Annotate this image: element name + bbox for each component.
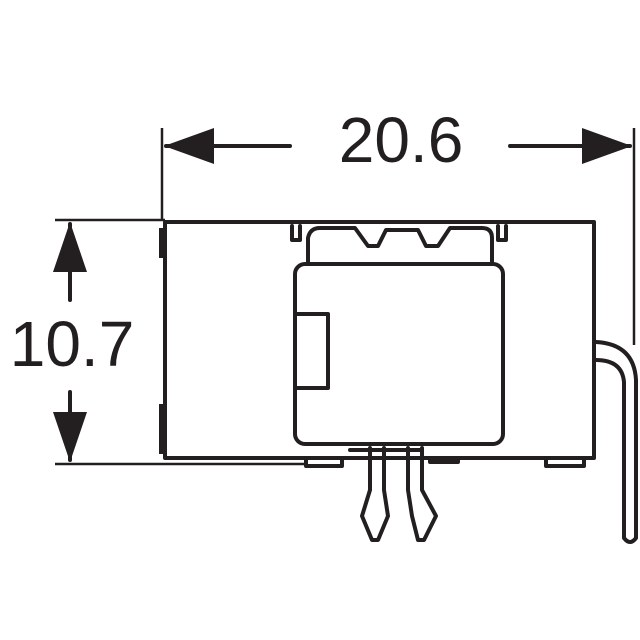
side-lead — [594, 340, 638, 544]
bent-lead-outline — [594, 340, 638, 544]
pin-right — [406, 446, 438, 542]
height-arrowhead-top — [53, 222, 87, 272]
latch-profile — [306, 226, 494, 264]
left-rib-top — [159, 228, 167, 258]
base-foot-right — [544, 456, 586, 468]
width-dimension: 20.6 — [160, 104, 636, 345]
height-label: 10.7 — [10, 308, 135, 380]
connector-pins — [360, 446, 438, 542]
housing-outline — [163, 220, 596, 460]
height-dimension: 10.7 — [10, 218, 305, 466]
top-step-left — [290, 224, 302, 242]
base-foot-middle — [428, 456, 460, 464]
pin-left — [360, 446, 390, 542]
left-rib-bottom — [159, 404, 167, 454]
base-foot-left — [304, 456, 344, 468]
connector-housing — [159, 220, 596, 468]
height-arrowhead-bottom — [53, 412, 87, 462]
width-arrowhead-left — [164, 128, 214, 164]
width-arrowhead-right — [582, 128, 632, 164]
width-label: 20.6 — [339, 104, 464, 176]
top-step-right — [496, 224, 508, 242]
inner-block — [293, 262, 505, 446]
inner-window — [295, 312, 330, 390]
